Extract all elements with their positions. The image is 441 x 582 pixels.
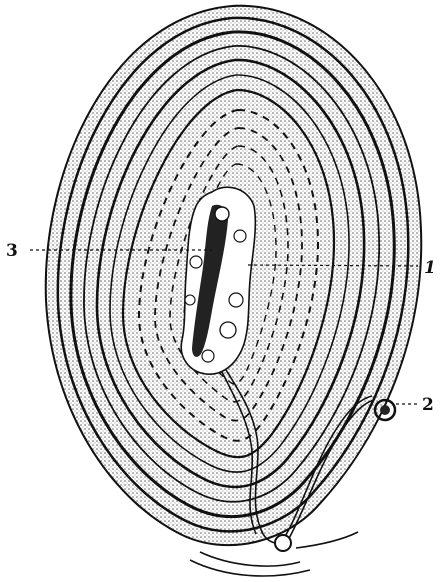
- label-2-group: 2: [396, 395, 434, 415]
- label-2: 2: [422, 395, 434, 415]
- label-3: 3: [6, 241, 18, 261]
- label-1: 1: [424, 258, 436, 278]
